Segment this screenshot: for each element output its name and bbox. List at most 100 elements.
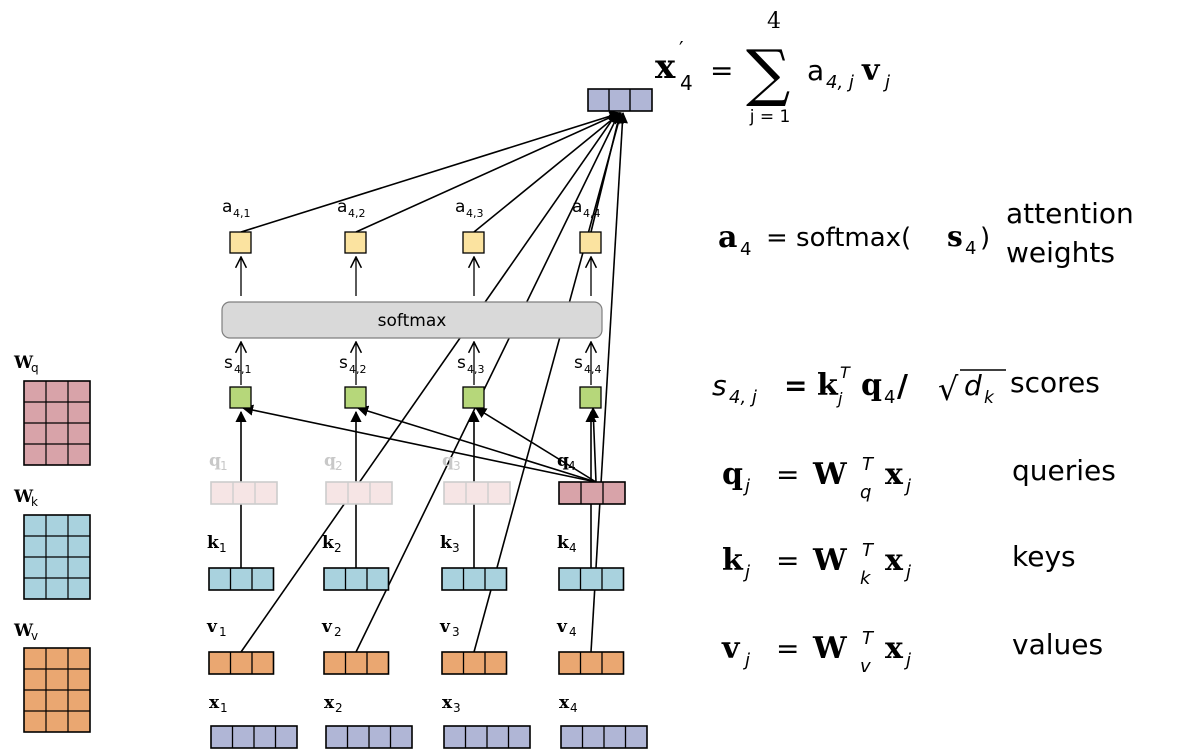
eq-value-label: values xyxy=(1012,628,1103,661)
input-x-sub: 3 xyxy=(453,701,461,715)
weight-wq-sub: q xyxy=(31,361,39,375)
eq-key-w-sup: T xyxy=(862,540,875,561)
value-to-output-arrow xyxy=(240,112,618,653)
attention-to-output-arrow xyxy=(355,112,622,233)
softmax-label: softmax xyxy=(378,311,447,331)
attention-label: a xyxy=(337,197,347,217)
input-x-vector xyxy=(443,725,531,749)
query-sub: 1 xyxy=(220,459,228,473)
eq-key-w: W xyxy=(812,543,848,578)
key-sub: 4 xyxy=(569,541,577,555)
weight-matrix-wq xyxy=(23,380,91,466)
input-x-label: x xyxy=(324,693,335,713)
key-sub: 1 xyxy=(219,541,227,555)
score-box xyxy=(229,386,252,409)
input-x-vector xyxy=(325,725,413,749)
attention-box xyxy=(462,231,485,254)
eq-key-lhs: k xyxy=(722,543,744,578)
value-label: v xyxy=(206,617,218,637)
value-vector xyxy=(323,651,390,675)
score-sub: 4,1 xyxy=(234,363,252,376)
score-sub: 4,2 xyxy=(349,363,367,376)
eq-output-lhs: x xyxy=(655,47,676,87)
eq-attn-label-1: attention xyxy=(1006,197,1134,230)
value-label: v xyxy=(556,617,568,637)
value-to-output-arrow xyxy=(590,111,628,653)
eq-score-label: scores xyxy=(1010,366,1100,399)
query-to-score-arrow xyxy=(356,405,597,483)
attention-to-output-arrow xyxy=(590,111,624,233)
eq-value-x-sub: j xyxy=(903,650,911,671)
input-x-sub: 2 xyxy=(335,701,343,715)
eq-score-k-sub: j xyxy=(836,389,843,408)
eq-attn-lhs: a xyxy=(718,220,737,255)
query-to-score-arrow xyxy=(587,406,600,483)
eq-attn-lhs-sub: 4 xyxy=(740,239,751,260)
value-vector xyxy=(558,651,625,675)
eq-query-lhs: q xyxy=(722,457,743,492)
eq-score-d-sub: k xyxy=(984,388,995,408)
weight-wv-sub: v xyxy=(31,629,38,643)
eq-query-x-sub: j xyxy=(903,476,911,497)
eq-key-label: keys xyxy=(1012,540,1076,573)
query-label: q xyxy=(442,451,454,471)
eq-score-d: d xyxy=(964,369,982,402)
eq-score-eq: = xyxy=(784,369,807,402)
value-label: v xyxy=(439,617,451,637)
eq-key-w-sub: k xyxy=(860,568,872,589)
eq-query-w: W xyxy=(812,457,848,492)
value-label: v xyxy=(321,617,333,637)
input-x-sub: 1 xyxy=(220,701,228,715)
eq-value-eq: = xyxy=(776,632,799,665)
attention-to-output-arrow xyxy=(473,112,621,233)
key-label: k xyxy=(440,533,453,553)
query-label: q xyxy=(324,451,336,471)
score-label: s xyxy=(224,353,233,373)
input-x-label: x xyxy=(442,693,453,713)
key-vector xyxy=(208,567,275,591)
eq-output-lhs-sub: 4 xyxy=(680,71,693,95)
query-vector xyxy=(210,481,278,505)
eq-output-term-a-sub: 4, j xyxy=(826,72,854,93)
eq-score-sqrt: √ xyxy=(938,370,959,408)
eq-value-lhs-sub: j xyxy=(742,650,750,671)
eq-value-w-sup: T xyxy=(862,628,875,649)
eq-score-slash: / xyxy=(897,369,908,404)
input-x-label: x xyxy=(209,693,220,713)
softmax-bar xyxy=(221,301,603,339)
key-label: k xyxy=(557,533,570,553)
eq-key-x: x xyxy=(885,543,904,578)
eq-query-lhs-sub: j xyxy=(742,476,750,497)
eq-output-term-v: v xyxy=(861,53,881,88)
query-vector xyxy=(443,481,511,505)
value-to-output-arrow xyxy=(473,111,624,653)
weight-wq-label: W xyxy=(13,353,34,373)
key-vector xyxy=(441,567,508,591)
key-sub: 2 xyxy=(334,541,342,555)
eq-value-w-sub: v xyxy=(860,656,871,677)
output-vector xyxy=(587,88,653,112)
score-box xyxy=(579,386,602,409)
key-vector xyxy=(323,567,390,591)
eq-key-lhs-sub: j xyxy=(742,562,750,583)
eq-output-prime: ′ xyxy=(679,37,684,61)
connection-lines xyxy=(240,110,628,653)
attention-box xyxy=(229,231,252,254)
query-sub: 2 xyxy=(335,459,343,473)
input-x-label: x xyxy=(559,693,570,713)
query-label: q xyxy=(209,451,221,471)
value-vector xyxy=(208,651,275,675)
eq-query-x: x xyxy=(885,457,904,492)
equation-output: x ′ 4 = ∑ 4 j = 1 a 4, j v j xyxy=(655,9,890,127)
value-vector xyxy=(441,651,508,675)
